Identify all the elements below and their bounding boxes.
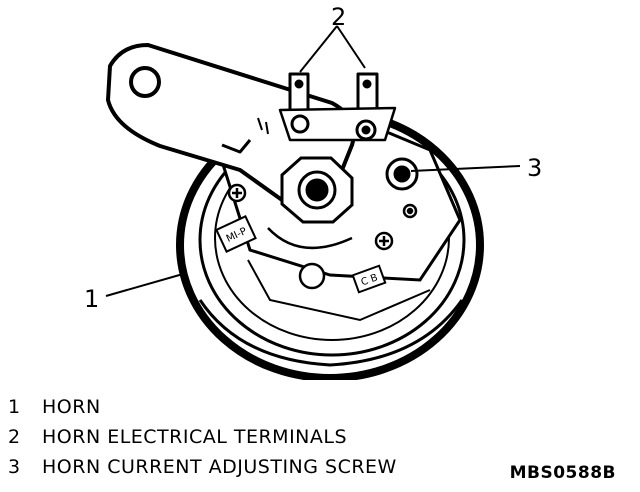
- legend-text: HORN ELECTRICAL TERMINALS: [42, 426, 348, 448]
- leader-line-2a: [299, 25, 338, 73]
- legend-text: HORN CURRENT ADJUSTING SCREW: [42, 456, 397, 478]
- callout-1: 1: [84, 285, 100, 313]
- figure-code: MBS0588B: [509, 463, 616, 483]
- leader-line-2b: [336, 25, 366, 69]
- leader-line-3: [410, 165, 521, 172]
- legend-number: 3: [8, 456, 21, 478]
- electrical-terminals: [278, 72, 397, 142]
- leader-line-1: [105, 273, 184, 297]
- leader-lines: [105, 25, 521, 297]
- legend-number: 2: [8, 426, 21, 448]
- horn-stamps: MI-P C B: [215, 215, 387, 294]
- legend-item: 3 HORN CURRENT ADJUSTING SCREW: [8, 452, 397, 482]
- legend-item: 1 HORN: [8, 392, 397, 422]
- mounting-screws: [227, 183, 418, 290]
- center-nut: [267, 156, 354, 250]
- horn-diagram: MI-P C B: [105, 25, 521, 380]
- callout-2: 2: [331, 3, 347, 31]
- legend-text: HORN: [42, 396, 101, 418]
- legend-item: 2 HORN ELECTRICAL TERMINALS: [8, 422, 397, 452]
- legend: 1 HORN 2 HORN ELECTRICAL TERMINALS 3 HORN C…: [8, 392, 397, 482]
- legend-number: 1: [8, 396, 21, 418]
- adjusting-screw: [385, 157, 419, 191]
- callout-3: 3: [527, 154, 543, 182]
